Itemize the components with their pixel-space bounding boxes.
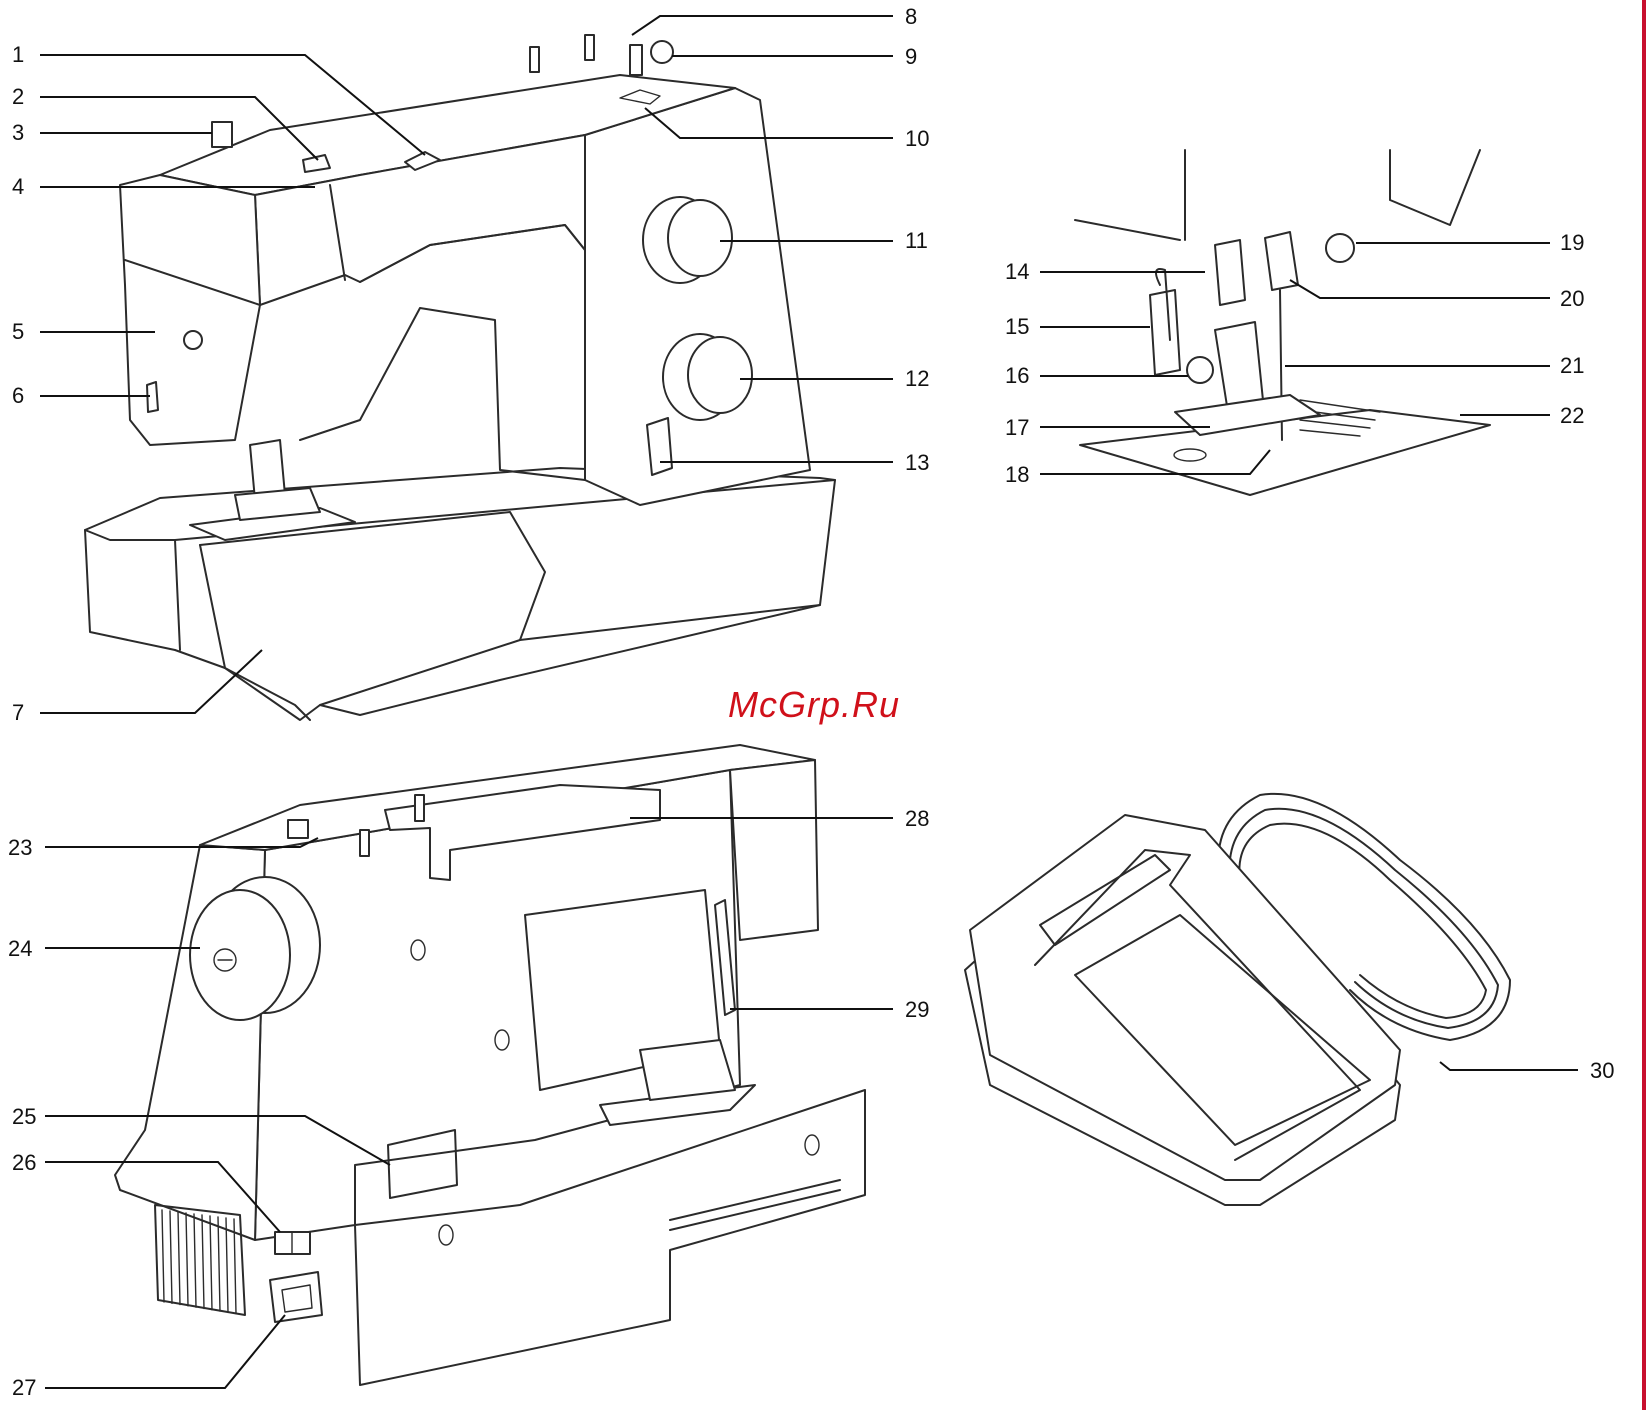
winder-stopper: [651, 41, 673, 63]
callout-label-5: 5: [12, 319, 24, 344]
callout-label-18: 18: [1005, 462, 1029, 487]
handwheel-face: [190, 890, 290, 1020]
power-socket: [270, 1272, 322, 1322]
callout-label-2: 2: [12, 84, 24, 109]
callout-label-27: 27: [12, 1375, 36, 1400]
callout-label-3: 3: [12, 120, 24, 145]
callout-label-21: 21: [1560, 353, 1584, 378]
vent-slat: [170, 1211, 172, 1303]
callout-label-17: 17: [1005, 415, 1029, 440]
rear-spool-pin-a: [360, 830, 369, 856]
callout-label-24: 24: [8, 936, 32, 961]
foot-pedal: [965, 794, 1510, 1205]
vent-slat: [202, 1215, 204, 1309]
vent-slat: [194, 1214, 196, 1307]
rear-presser-foot: [640, 1040, 735, 1100]
front-pillar: [585, 88, 810, 505]
callout-label-28: 28: [905, 806, 929, 831]
spool-pin-b: [585, 35, 594, 60]
detail-clamp-screw: [1326, 234, 1354, 262]
rear-head-side: [730, 760, 818, 940]
rear-spool-pin-b: [415, 795, 424, 821]
vent-slat: [162, 1210, 164, 1302]
callout-label-6: 6: [12, 383, 24, 408]
machine-rear-view: [115, 745, 865, 1385]
callout-label-25: 25: [12, 1104, 36, 1129]
pedal-body: [970, 815, 1400, 1180]
spool-pin-a: [530, 47, 539, 72]
callout-label-30: 30: [1590, 1058, 1614, 1083]
front-base: [85, 468, 835, 720]
foot-detail-view: [1075, 150, 1490, 495]
callout-label-7: 7: [12, 700, 24, 725]
winder-spindle: [630, 45, 642, 75]
detail-needle-plate: [1080, 410, 1490, 495]
callout-label-13: 13: [905, 450, 929, 475]
callout-label-26: 26: [12, 1150, 36, 1175]
vent-slat: [218, 1217, 220, 1311]
callout-label-16: 16: [1005, 363, 1029, 388]
leader-line-8: [632, 16, 893, 35]
callout-label-12: 12: [905, 366, 929, 391]
callout-label-4: 4: [12, 174, 24, 199]
front-head: [120, 175, 260, 445]
length-dial-face: [688, 337, 752, 413]
detail-arm-outline: [1075, 150, 1480, 240]
callout-label-23: 23: [8, 835, 32, 860]
leader-line-30: [1440, 1062, 1578, 1070]
watermark-text: McGrp.Ru: [728, 684, 900, 725]
vent-slat: [178, 1212, 180, 1305]
callout-label-10: 10: [905, 126, 929, 151]
stitch-dial-face: [668, 200, 732, 276]
callout-label-1: 1: [12, 42, 24, 67]
callout-label-29: 29: [905, 997, 929, 1022]
vent-slat: [186, 1213, 188, 1306]
detail-foot-screw: [1187, 357, 1213, 383]
leader-line-27: [45, 1315, 285, 1388]
detail-needle-clamp: [1215, 240, 1245, 305]
front-thread-guide: [212, 122, 232, 147]
callout-label-15: 15: [1005, 314, 1029, 339]
rear-winder: [288, 820, 308, 838]
vent-slat: [226, 1218, 228, 1312]
callout-label-19: 19: [1560, 230, 1584, 255]
reverse-lever: [647, 418, 672, 475]
callout-label-8: 8: [905, 4, 917, 29]
vent-slat: [210, 1216, 212, 1310]
callout-label-22: 22: [1560, 403, 1584, 428]
leader-line-20: [1290, 280, 1550, 298]
callout-label-11: 11: [905, 228, 928, 253]
callout-label-14: 14: [1005, 259, 1029, 284]
callout-label-20: 20: [1560, 286, 1584, 311]
detail-presser-bar: [1150, 290, 1180, 375]
callout-label-9: 9: [905, 44, 917, 69]
